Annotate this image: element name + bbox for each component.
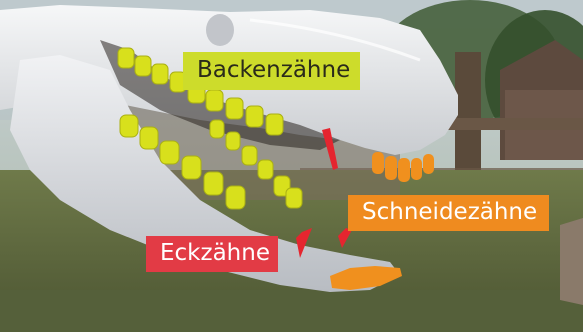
eye-socket (206, 14, 234, 46)
label-molars: Backenzähne (183, 52, 360, 90)
label-canines: Eckzähne (146, 236, 278, 272)
label-incisors: Schneidezähne (348, 195, 549, 231)
